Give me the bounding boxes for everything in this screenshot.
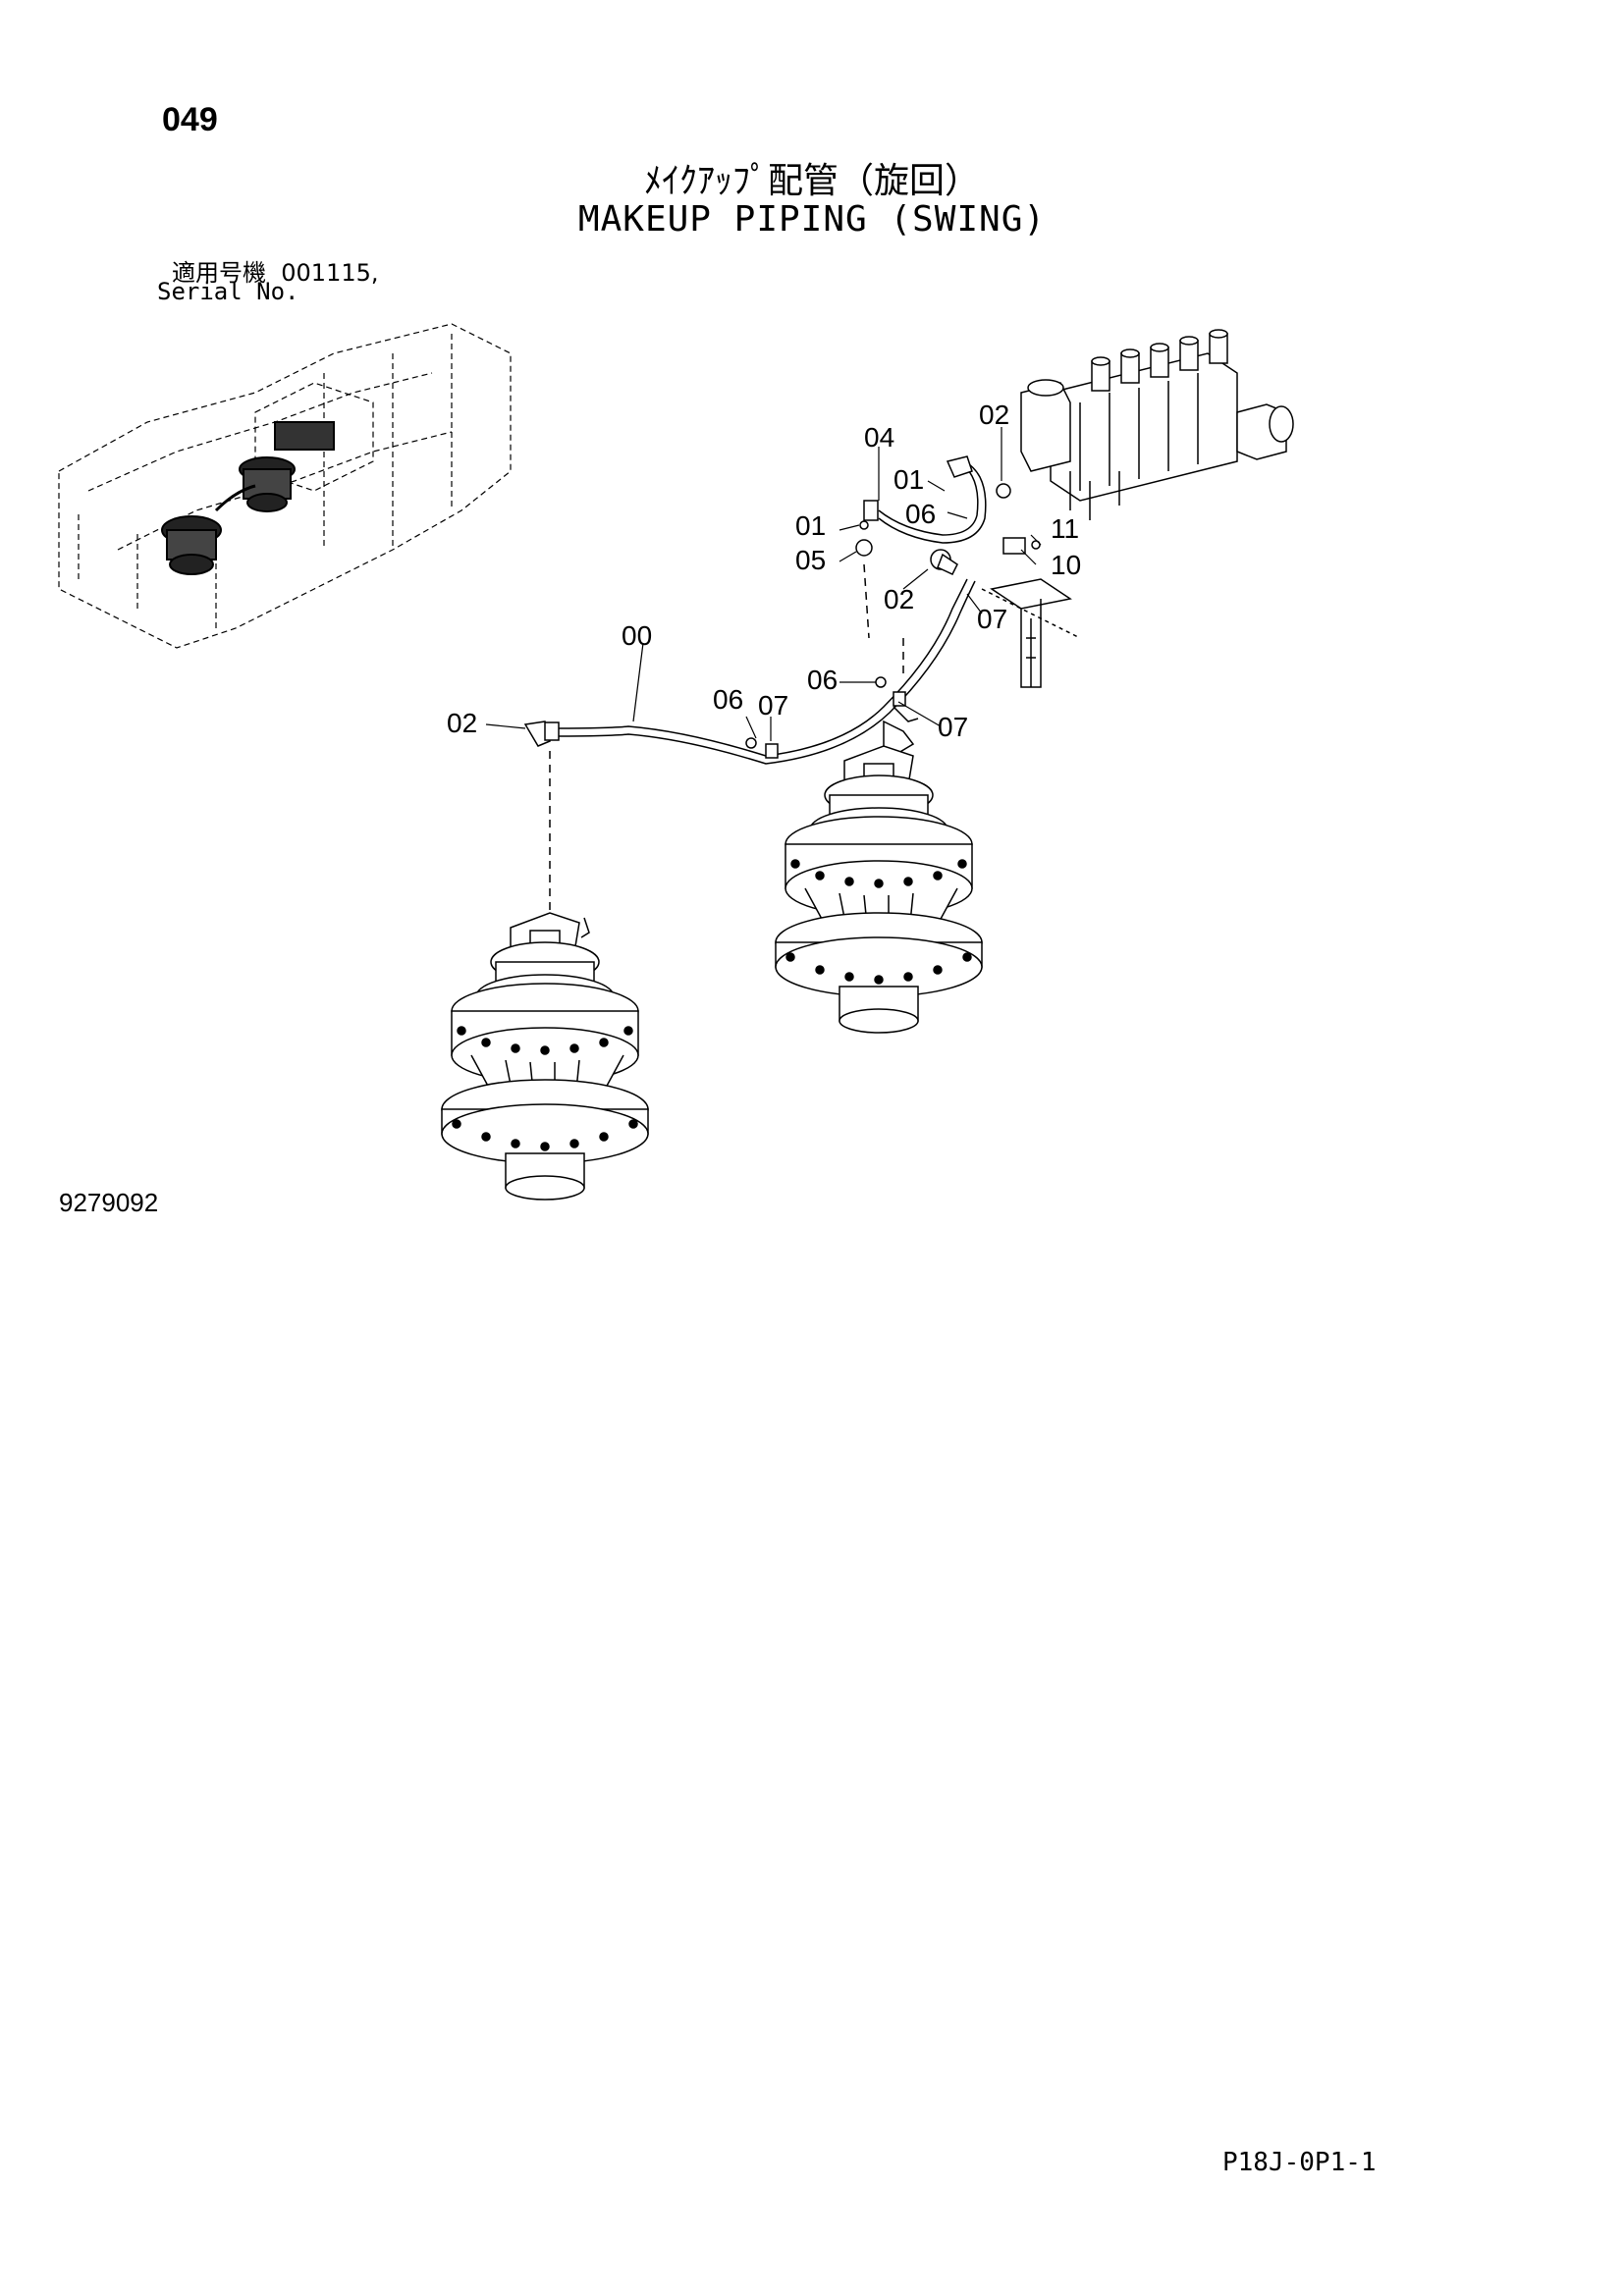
callout-leaders — [485, 427, 1042, 741]
callout-11: 11 — [1051, 513, 1079, 544]
overview-motors-icon — [161, 421, 335, 575]
serial-label-english: Serial No. — [157, 278, 299, 305]
title-english: MAKEUP PIPING (SWING) — [577, 199, 1047, 240]
callout-07-lower: 07 — [758, 690, 788, 721]
callout-00: 00 — [622, 620, 652, 651]
callout-01-right: 01 — [893, 464, 924, 495]
callout-01-left: 01 — [795, 510, 826, 541]
serial-label-japanese: 適用号機 001115, — [172, 253, 379, 288]
callout-06-lower: 06 — [713, 684, 743, 715]
mounting-bracket — [981, 537, 1081, 688]
callout-02-left: 02 — [447, 708, 477, 738]
page-number: 049 — [162, 101, 218, 138]
swing-motor-left-bolts — [452, 1026, 638, 1151]
callout-06-middle: 06 — [807, 665, 838, 695]
callout-02-middle: 02 — [884, 584, 914, 614]
swing-motor-right-bolts — [785, 859, 972, 985]
callout-04: 04 — [864, 422, 894, 453]
callout-02-top: 02 — [979, 400, 1009, 430]
callout-labels: 02 00 04 01 05 01 06 02 11 10 02 07 06 0… — [447, 400, 1081, 742]
callout-07-top: 07 — [977, 604, 1007, 634]
swing-motor-right — [775, 745, 983, 1034]
callout-07-right: 07 — [938, 712, 968, 742]
page-reference: P18J-0P1-1 — [1222, 2148, 1377, 2177]
serial-label-jp-text: 適用号機 — [172, 259, 266, 287]
control-valve-assembly — [1020, 329, 1294, 520]
hose-main — [549, 578, 976, 765]
fittings — [523, 455, 1041, 759]
title-japanese: ﾒｲｸｱｯﾌﾟ配管（旋回） — [643, 161, 980, 201]
diagram-id: 9279092 — [59, 1188, 159, 1217]
swing-motor-left — [441, 912, 649, 1201]
serial-value: 001115, — [281, 259, 379, 287]
callout-10: 10 — [1051, 550, 1081, 580]
callout-06-top: 06 — [905, 499, 936, 529]
callout-05: 05 — [795, 545, 826, 575]
leader-dashed-lines — [549, 563, 904, 913]
overview-thumbnail — [58, 323, 512, 649]
